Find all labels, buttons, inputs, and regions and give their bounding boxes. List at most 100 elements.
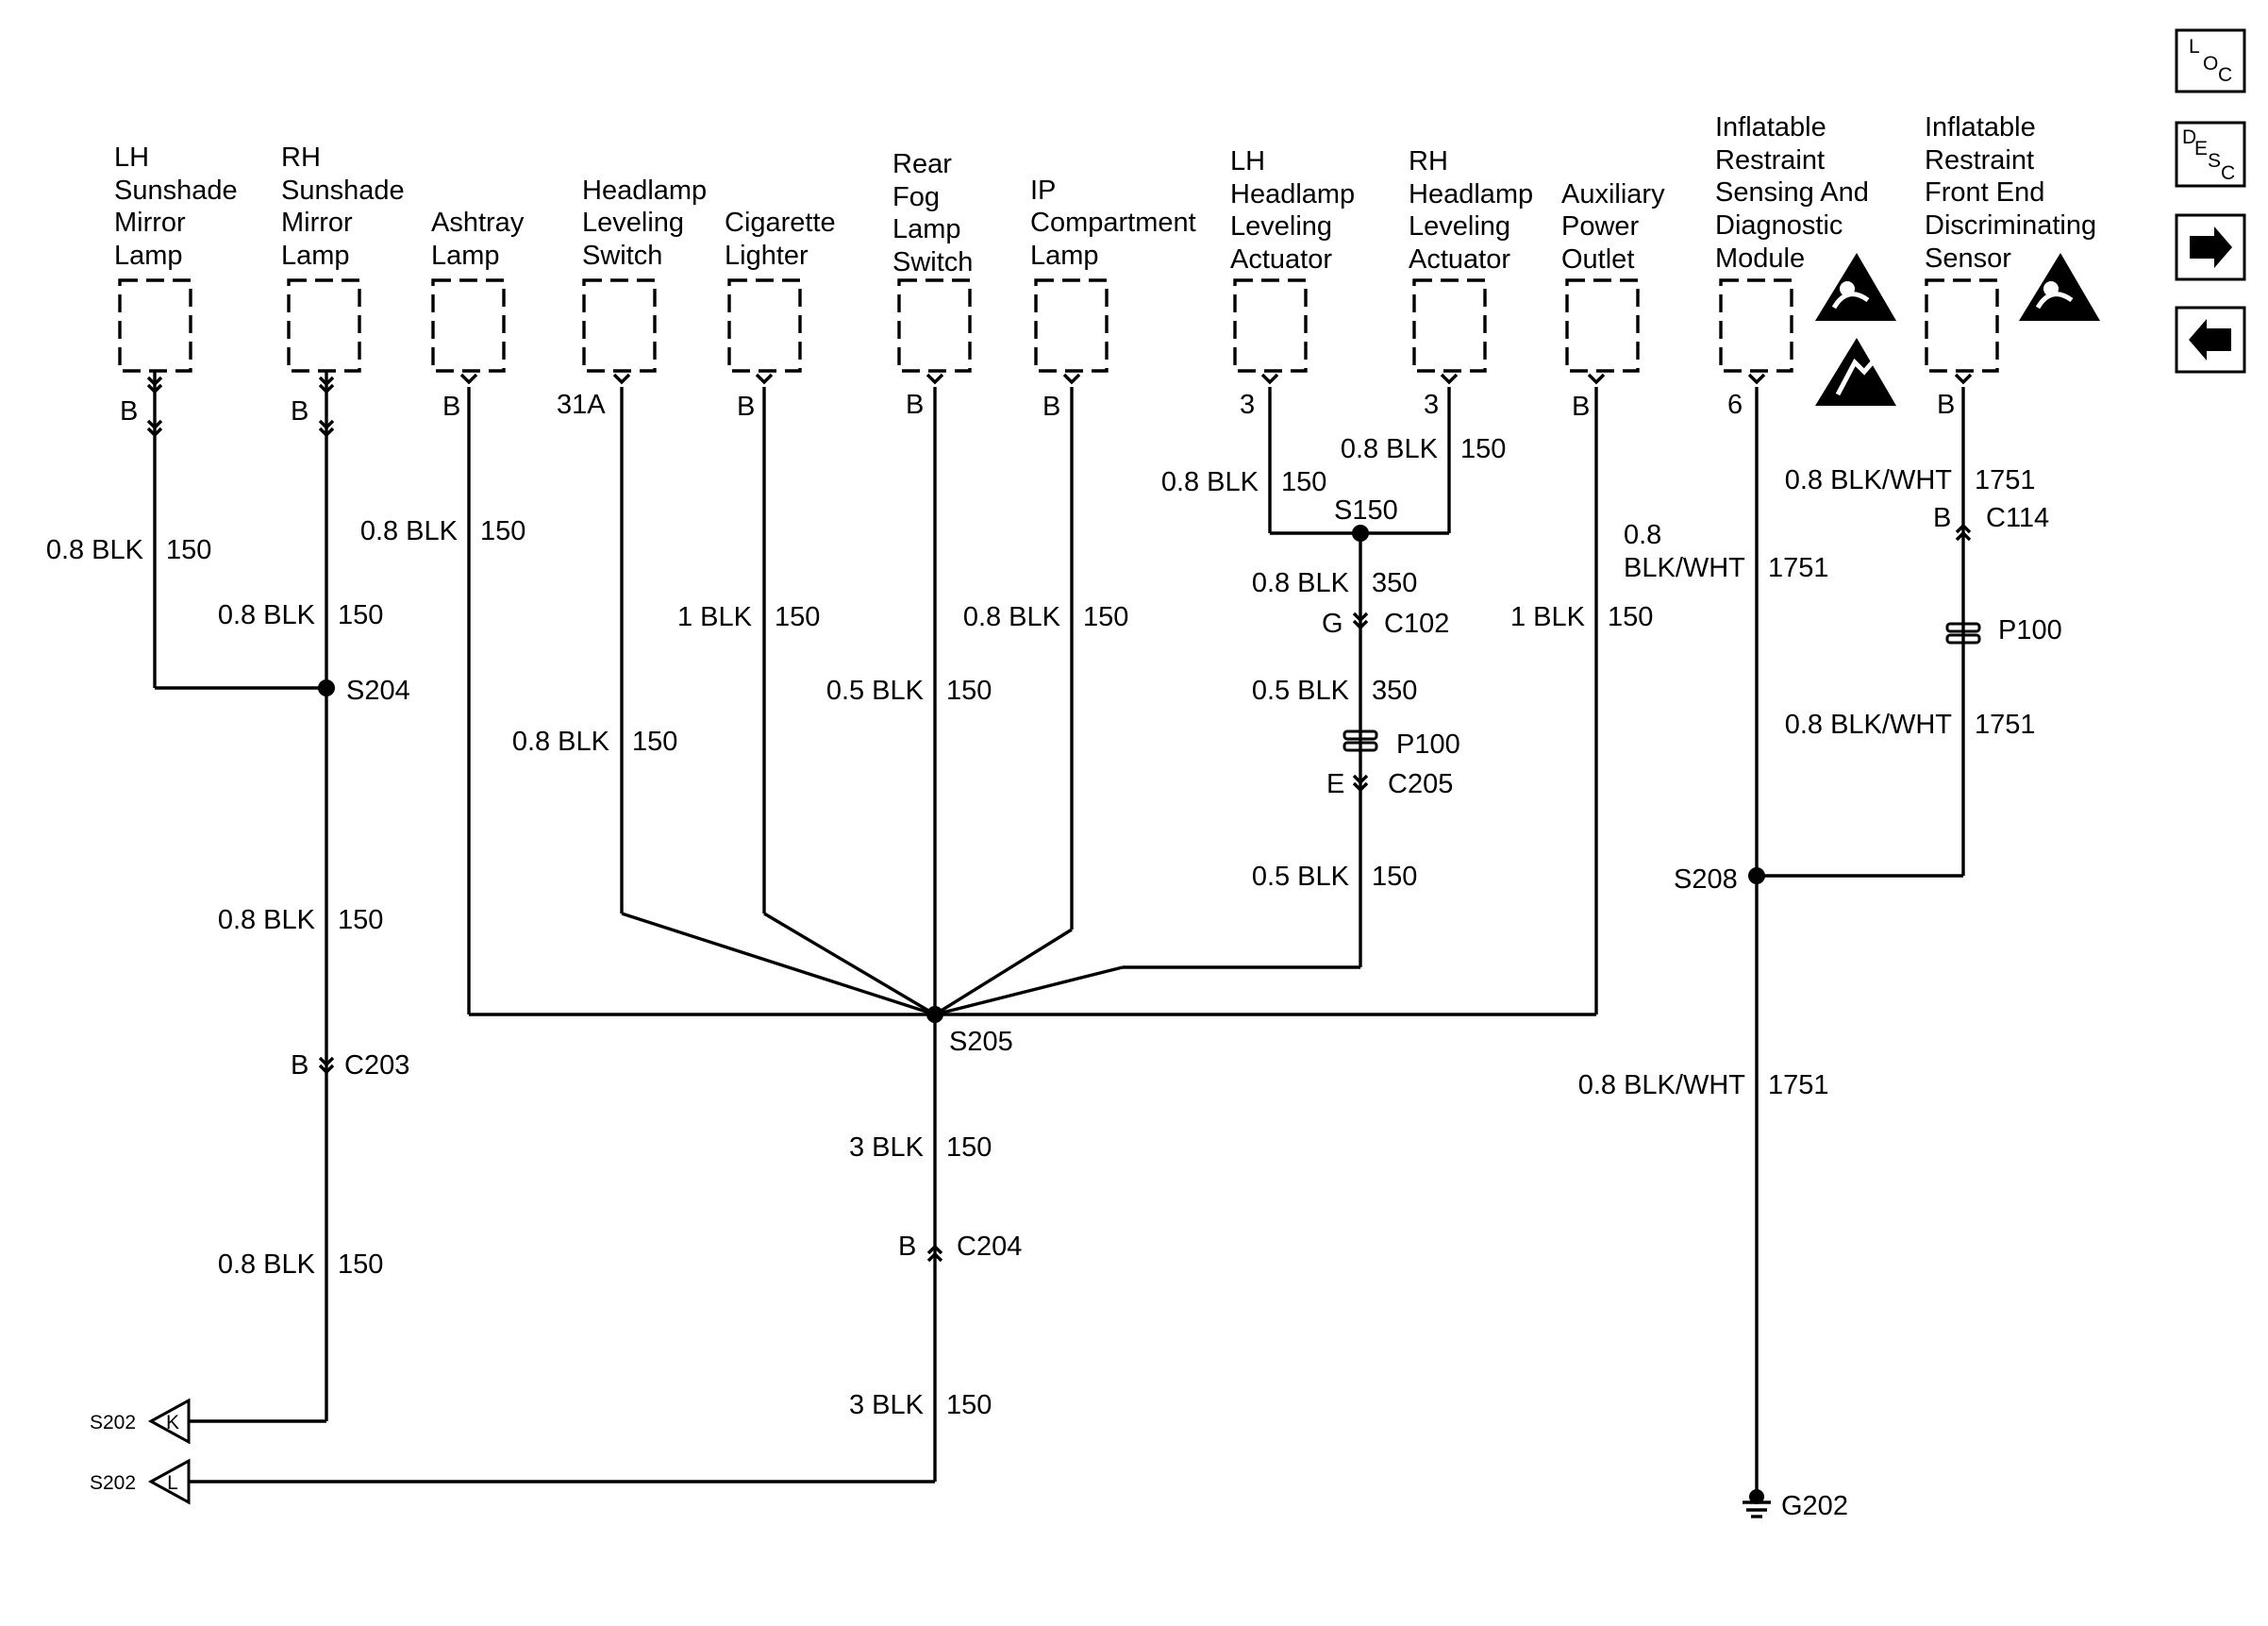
component-label: RH [281, 142, 321, 173]
svg-text:O: O [2203, 53, 2218, 75]
desc-button[interactable]: D E S C [2175, 121, 2246, 188]
component-label: Mirror [281, 208, 353, 238]
component-label: Discriminating [1925, 210, 2096, 241]
loc-button[interactable]: L O C [2175, 28, 2246, 93]
svg-text:150: 150 [338, 600, 383, 630]
component-label: Leveling [1230, 211, 1332, 242]
pin-label: 31A [557, 390, 606, 420]
svg-text:0.8 BLK: 0.8 BLK [46, 535, 144, 565]
component-label: Leveling [1409, 211, 1510, 242]
connectors: B C203 B C204 G C102 E C205 B C114 [291, 503, 2049, 1262]
splice-label: S150 [1334, 495, 1398, 526]
pin-label: B [1042, 392, 1060, 422]
pass-through-p100: P100 [1945, 615, 2062, 645]
svg-text:150: 150 [946, 1132, 992, 1163]
splice-s205 [926, 1006, 943, 1023]
component-box [118, 278, 192, 373]
component-label: Headlamp [1409, 179, 1533, 210]
pin-label: B [291, 396, 309, 427]
component-label: Inflatable [1925, 112, 2036, 142]
offpage-connector-k[interactable]: K S202 [90, 1398, 191, 1445]
component-label: Cigarette [725, 208, 836, 238]
svg-text:150: 150 [946, 676, 992, 706]
component-label: Sensing And [1715, 177, 1869, 208]
svg-text:0.8 BLK/WHT: 0.8 BLK/WHT [1785, 710, 1953, 740]
component-label: Module [1715, 243, 1805, 274]
wire-label: 0.5 BLK 350 [1252, 676, 1418, 706]
pin-label: B [1937, 390, 1955, 420]
connector-label: C204 [957, 1232, 1022, 1262]
component-label: Ashtray [431, 208, 525, 238]
svg-text:0.8 BLK/WHT: 0.8 BLK/WHT [1785, 465, 1953, 495]
offpage-connector-l[interactable]: L S202 [90, 1458, 191, 1505]
svg-text:E: E [2194, 138, 2208, 159]
component-label: Sunshade [114, 176, 238, 206]
svg-text:0.8 BLK: 0.8 BLK [963, 602, 1061, 632]
component-box [287, 278, 361, 373]
component-box [1719, 278, 1793, 373]
svg-text:350: 350 [1372, 568, 1417, 598]
pass-through-label: P100 [1396, 729, 1460, 760]
component-box [897, 278, 972, 373]
svg-text:1 BLK: 1 BLK [1510, 602, 1586, 632]
component-box [1565, 278, 1640, 373]
svg-text:0.8 BLK: 0.8 BLK [218, 600, 316, 630]
svg-text:150: 150 [166, 535, 211, 565]
svg-text:150: 150 [338, 1249, 383, 1280]
component-label: Actuator [1230, 244, 1332, 275]
svg-text:150: 150 [1608, 602, 1653, 632]
airbag-warning-icon [2019, 253, 2100, 321]
component-box [1925, 278, 1999, 373]
component-sensing-diagnostic-module: Inflatable Restraint Sensing And Diagnos… [1715, 112, 1896, 420]
svg-text:3 BLK: 3 BLK [849, 1390, 925, 1420]
component-label: Restraint [1925, 145, 2034, 176]
svg-text:350: 350 [1372, 676, 1417, 706]
component-box [582, 278, 657, 373]
svg-text:0.8 BLK: 0.8 BLK [1252, 568, 1350, 598]
svg-text:1751: 1751 [1768, 1070, 1829, 1100]
airbag-warning-icon [1815, 253, 1896, 321]
component-label: Lamp [1030, 241, 1099, 271]
component-box [1233, 278, 1308, 373]
connector-pin: E [1326, 769, 1344, 799]
component-label: LH [114, 142, 149, 173]
wire-label: 0.8 BLK 150 [46, 535, 212, 565]
next-button[interactable] [2175, 213, 2246, 281]
component-label: Switch [582, 241, 662, 271]
pin-terminals [146, 373, 1973, 1263]
pin-label: 3 [1424, 390, 1439, 420]
connector-label: C203 [344, 1050, 409, 1081]
splice-s204 [318, 679, 335, 696]
svg-text:0.8 BLK/WHT: 0.8 BLK/WHT [1578, 1070, 1746, 1100]
prev-button[interactable] [2175, 306, 2246, 374]
component-rh-headlamp-actuator: RH Headlamp Leveling Actuator 3 [1409, 146, 1533, 420]
svg-text:0.8 BLK: 0.8 BLK [360, 516, 459, 546]
component-rear-fog-lamp-switch: Rear Fog Lamp Switch B [892, 149, 973, 420]
connector-pin: B [291, 1050, 309, 1081]
component-label: Mirror [114, 208, 186, 238]
splices: S204 S205 S150 S208 [318, 495, 1765, 1057]
wire-label: 0.8 BLK 350 [1252, 568, 1418, 598]
connector-label: C114 [1986, 503, 2049, 533]
component-rh-sunshade: RH Sunshade Mirror Lamp B [281, 142, 405, 427]
svg-text:0.5 BLK: 0.5 BLK [1252, 676, 1350, 706]
arrow-left-icon [2189, 319, 2231, 360]
svg-text:0.8 BLK: 0.8 BLK [1161, 467, 1259, 497]
component-box [431, 278, 506, 373]
connector-label: C205 [1388, 769, 1453, 799]
component-label: Actuator [1409, 244, 1510, 275]
svg-text:150: 150 [338, 905, 383, 935]
svg-text:C: C [2221, 162, 2235, 184]
wires [153, 371, 1965, 1518]
svg-text:1751: 1751 [1768, 553, 1829, 583]
pass-through-p100: P100 [1342, 729, 1460, 760]
svg-text:3 BLK: 3 BLK [849, 1132, 925, 1163]
